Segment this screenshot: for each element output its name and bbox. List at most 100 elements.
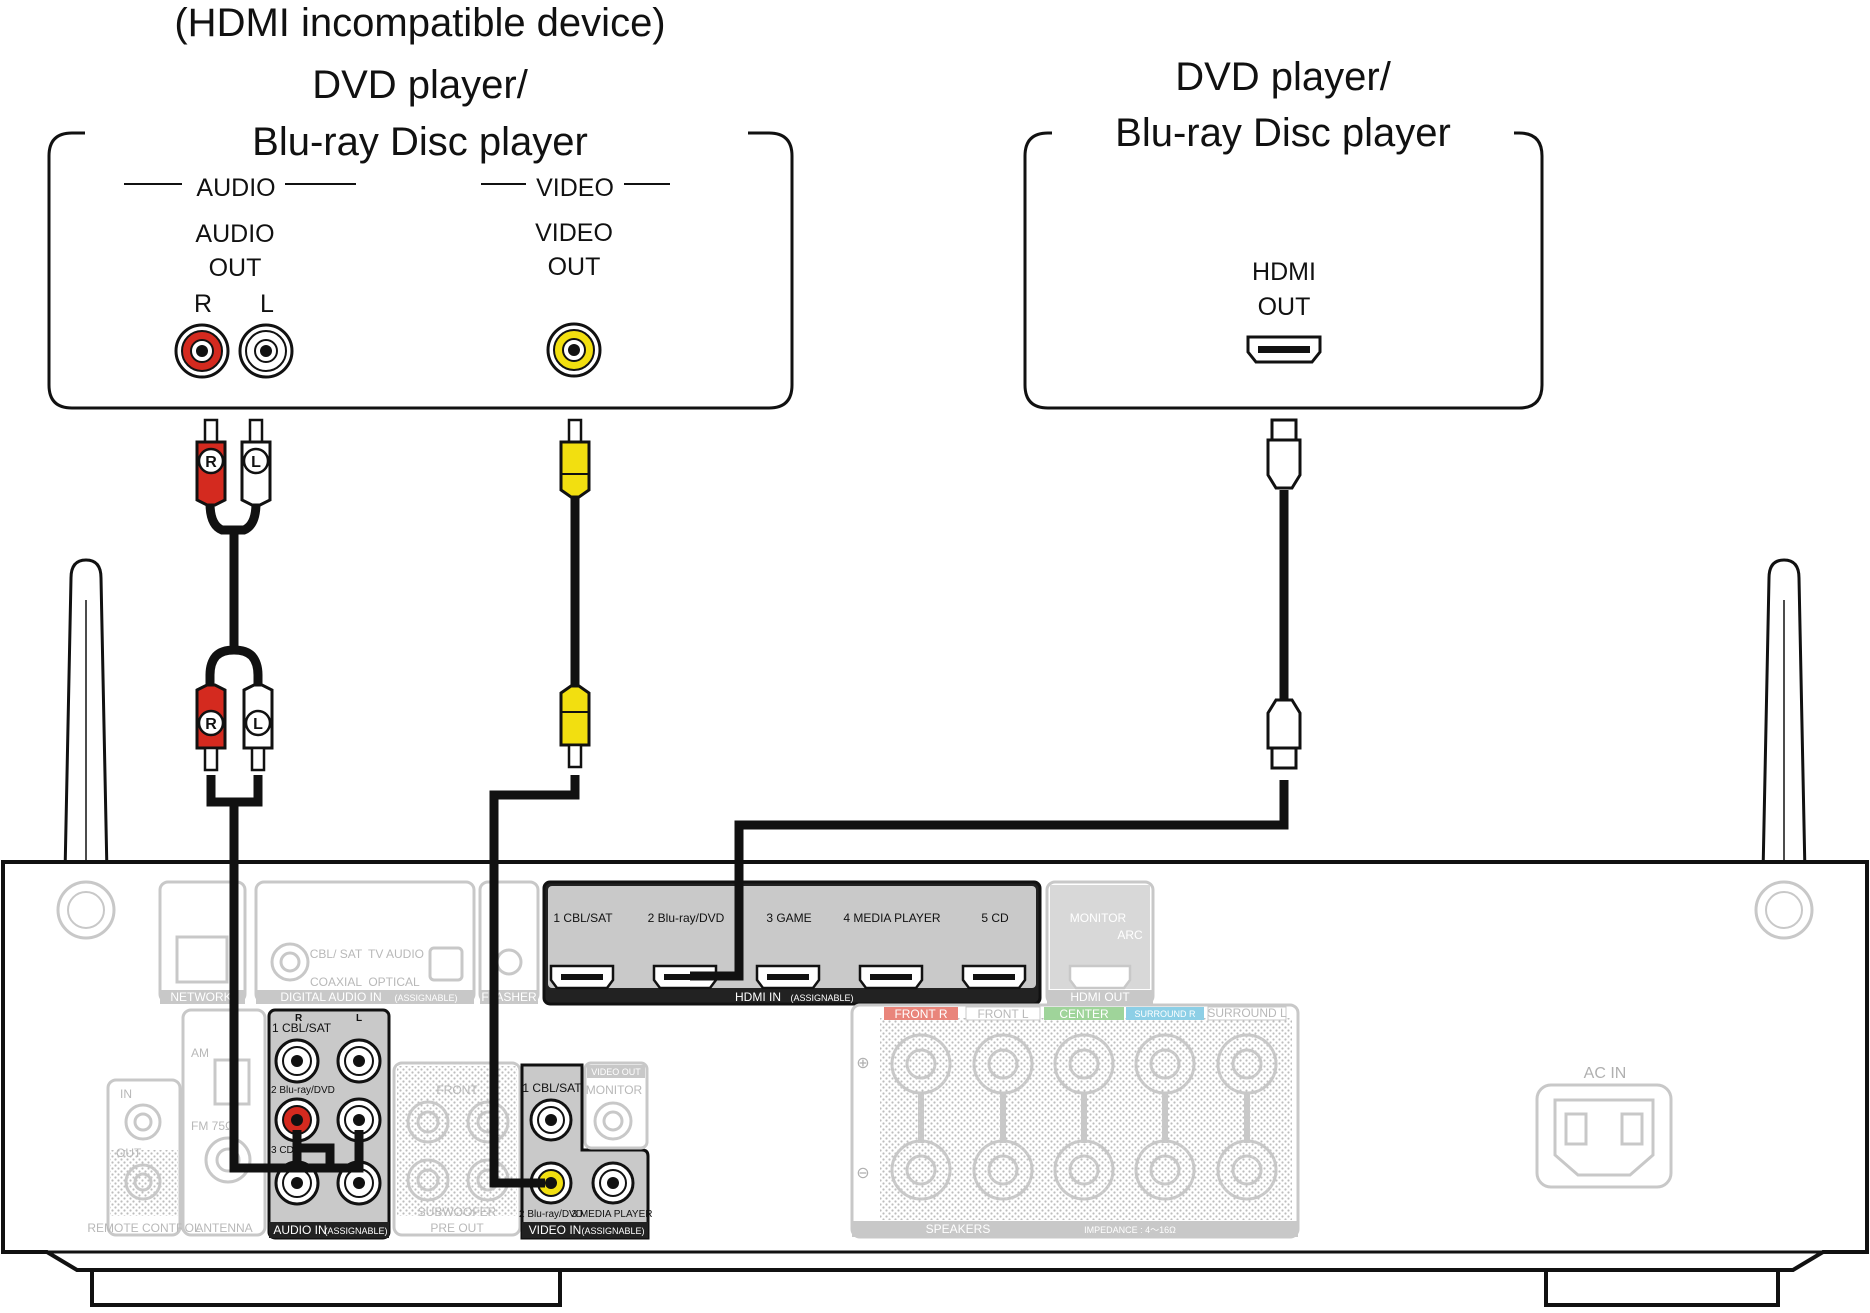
fm-label: FM 75Ω bbox=[191, 1119, 234, 1133]
audio-out-r-jack[interactable] bbox=[174, 323, 230, 379]
audio-plug-r-bottom-label: R bbox=[205, 716, 217, 733]
hdmi-in-1-port[interactable] bbox=[549, 964, 615, 990]
spk-front-r-label: FRONT R bbox=[894, 1007, 947, 1021]
ac-in-label: AC IN bbox=[1584, 1065, 1627, 1082]
remote-out-label: OUT bbox=[116, 1146, 142, 1160]
hdmi-plug-top bbox=[1266, 418, 1302, 490]
spk-front-r-terminals[interactable] bbox=[890, 1033, 952, 1201]
audio-section-label: AUDIO bbox=[196, 174, 275, 202]
hdmi-out-receiver-label: HDMI OUT bbox=[1070, 990, 1130, 1004]
hdmi-out-port-inner bbox=[1258, 346, 1310, 353]
channel-l-label: L bbox=[260, 290, 274, 318]
digital-audio-in-section: CBL/ SAT COAXIAL TV AUDIO OPTICAL DIGITA… bbox=[254, 880, 476, 1004]
network-port-section: NETWORK bbox=[158, 880, 247, 1004]
network-label: NETWORK bbox=[170, 990, 231, 1004]
coaxial-jack[interactable] bbox=[270, 942, 310, 982]
right-device: DVD player/ Blu-ray Disc player HDMI OUT bbox=[1023, 55, 1544, 410]
ac-in-socket[interactable] bbox=[1535, 1083, 1673, 1189]
spk-center-terminals[interactable] bbox=[1053, 1033, 1115, 1201]
analog-audio-cable bbox=[205, 480, 364, 1173]
left-antenna-mount bbox=[56, 880, 116, 940]
spk-minus-sign: ⊖ bbox=[856, 1165, 869, 1182]
hdmi-in-4-port[interactable] bbox=[858, 964, 924, 990]
pre-out-section: FRONT SUBWOOFER PRE OUT bbox=[392, 1061, 522, 1237]
audio-plug-r-top: R bbox=[195, 418, 227, 507]
fm-jack[interactable] bbox=[204, 1136, 252, 1184]
subwoofer-label: SUBWOOFER bbox=[418, 1205, 497, 1219]
left-device-caption-line2: DVD player/ bbox=[312, 63, 529, 107]
video-plug-top bbox=[559, 418, 591, 499]
left-device-caption-line1: (HDMI incompatible device) bbox=[174, 1, 665, 45]
right-antenna bbox=[1760, 558, 1808, 925]
pre-out-label: PRE OUT bbox=[430, 1221, 484, 1235]
optical-jack[interactable] bbox=[428, 946, 464, 982]
video-out-label-line2: OUT bbox=[548, 253, 601, 281]
audio-out-label-line1: AUDIO bbox=[195, 220, 274, 248]
hdmi-out-label-line2: OUT bbox=[1258, 293, 1311, 321]
pre-out-sub1-jack[interactable] bbox=[406, 1158, 450, 1202]
hdmi-monitor-label: MONITOR bbox=[1070, 911, 1127, 925]
spk-surround-r-terminals[interactable] bbox=[1134, 1033, 1196, 1201]
spk-surround-l-label: SURROUND L bbox=[1207, 1006, 1287, 1020]
left-device-outline bbox=[47, 131, 794, 410]
antenna-label: ANTENNA bbox=[195, 1221, 252, 1235]
hdmi-out-section: MONITOR ARC HDMI OUT bbox=[1045, 880, 1155, 1006]
left-device: (HDMI incompatible device) DVD player/ B… bbox=[47, 1, 794, 410]
audio-in-cd-label: 3 CD bbox=[271, 1145, 294, 1156]
video-out-section: VIDEO OUT MONITOR bbox=[583, 1061, 649, 1150]
hdmi-monitor-port[interactable] bbox=[1068, 964, 1132, 990]
spk-front-l-label: FRONT L bbox=[977, 1007, 1028, 1021]
speakers-section: FRONT R FRONT L CENTER SURROUND R SURROU… bbox=[850, 1003, 1300, 1239]
pre-out-front-r-jack[interactable] bbox=[406, 1100, 450, 1144]
audio-in-cbl-sat-label: 1 CBL/SAT bbox=[272, 1021, 332, 1035]
spk-surround-l-terminals[interactable] bbox=[1216, 1033, 1278, 1201]
audio-plug-l-top-label: L bbox=[251, 454, 261, 471]
video-out-jack[interactable] bbox=[546, 322, 602, 378]
video-out-monitor-label: MONITOR bbox=[586, 1083, 643, 1097]
video-plug-bottom bbox=[559, 684, 591, 769]
ac-in-section: AC IN bbox=[1535, 1065, 1673, 1189]
impedance-label: IMPEDANCE : 4～16Ω bbox=[1084, 1225, 1176, 1235]
audio-in-r-marker: R bbox=[295, 1013, 303, 1024]
audio-plug-l-top: L bbox=[240, 418, 272, 507]
am-label: AM bbox=[191, 1046, 209, 1060]
composite-video-cable bbox=[489, 495, 580, 1188]
optical-label: OPTICAL bbox=[368, 975, 420, 989]
audio-out-l-jack[interactable] bbox=[238, 323, 294, 379]
remote-control-label: REMOTE CONTROL bbox=[87, 1221, 201, 1235]
hdmi-in-section: 1 CBL/SAT 2 Blu-ray/DVD 3 GAME 4 MEDIA P… bbox=[542, 880, 1042, 1006]
remote-in-jack[interactable] bbox=[124, 1103, 162, 1141]
pre-out-front-l-jack[interactable] bbox=[466, 1100, 510, 1144]
video-in-cbl-sat-label: 1 CBL/SAT bbox=[522, 1081, 582, 1095]
right-device-caption-line2: Blu-ray Disc player bbox=[1115, 111, 1451, 155]
audio-plug-l-bottom-label: L bbox=[253, 716, 263, 733]
hdmi-in-3-port[interactable] bbox=[755, 964, 821, 990]
left-antenna bbox=[62, 558, 110, 925]
hdmi-out-label-line1: HDMI bbox=[1252, 258, 1316, 286]
hdmi-in-3-label: 3 GAME bbox=[766, 911, 811, 925]
audio-in-bluray-label: 2 Blu-ray/DVD bbox=[271, 1085, 335, 1096]
coaxial-cbl-sat-label: CBL/ SAT bbox=[310, 947, 363, 961]
video-in-media-label: 3 MEDIA PLAYER bbox=[572, 1209, 653, 1220]
video-out-receiver-label: VIDEO OUT bbox=[591, 1067, 641, 1077]
digital-audio-in-label: DIGITAL AUDIO IN bbox=[280, 990, 381, 1004]
hdmi-cable bbox=[690, 490, 1289, 981]
hdmi-in-1-label: 1 CBL/SAT bbox=[553, 911, 613, 925]
audio-in-assignable-label: (ASSIGNABLE) bbox=[324, 1226, 387, 1236]
audio-in-label: AUDIO IN bbox=[273, 1223, 326, 1237]
remote-in-label: IN bbox=[120, 1087, 132, 1101]
optical-tv-audio-label: TV AUDIO bbox=[368, 947, 424, 961]
audio-plug-l-bottom: L bbox=[242, 683, 274, 772]
hdmi-arc-label: ARC bbox=[1117, 928, 1143, 942]
receiver: NETWORK CBL/ SAT COAXIAL TV AUDIO OPTICA… bbox=[1, 558, 1869, 1307]
video-out-monitor-jack[interactable] bbox=[593, 1101, 633, 1141]
spk-plus-sign: ⊕ bbox=[856, 1055, 869, 1072]
hdmi-in-5-port[interactable] bbox=[961, 964, 1027, 990]
remote-out-jack[interactable] bbox=[124, 1163, 162, 1201]
speakers-label: SPEAKERS bbox=[926, 1222, 991, 1236]
pre-out-front-label: FRONT bbox=[436, 1083, 478, 1097]
spk-front-l-terminals[interactable] bbox=[972, 1033, 1034, 1201]
video-section-label: VIDEO bbox=[536, 174, 614, 202]
left-device-caption-line3: Blu-ray Disc player bbox=[252, 120, 588, 164]
video-in-bluray-label: 2 Blu-ray/DVD bbox=[519, 1209, 583, 1220]
